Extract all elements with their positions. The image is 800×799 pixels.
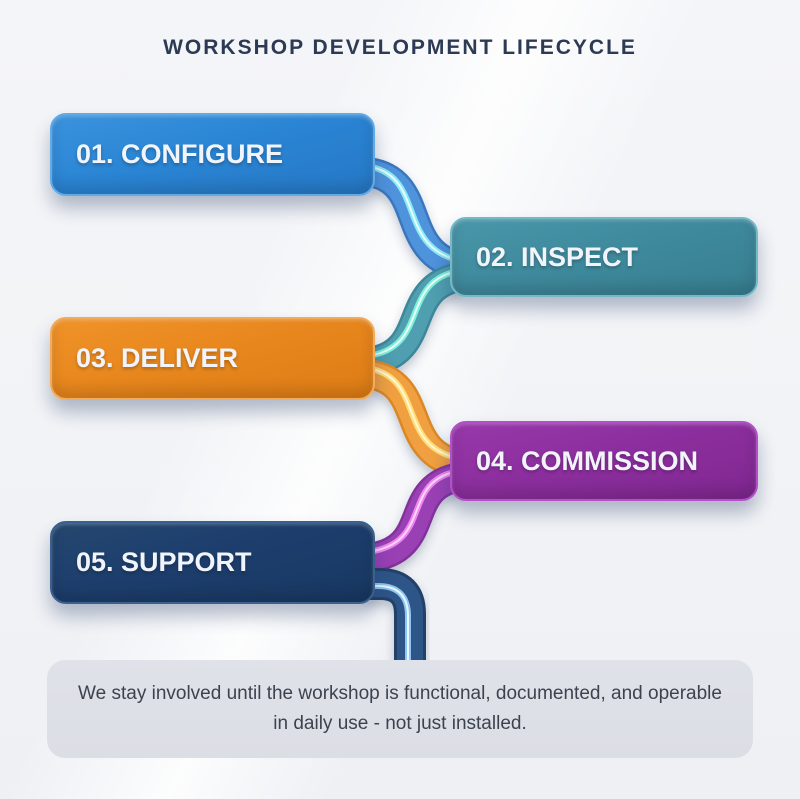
stage-box-configure: 01. CONFIGURE — [50, 113, 375, 196]
connector-deliver-commission — [363, 359, 464, 479]
stage-box-deliver: 03. DELIVER — [50, 317, 375, 400]
stage-label-commission: 04. COMMISSION — [476, 445, 699, 476]
stage-label-inspect: 02. INSPECT — [476, 241, 639, 272]
stage-box-support: 05. SUPPORT — [50, 521, 375, 604]
connector-inspect-deliver — [364, 262, 464, 377]
stage-label-support: 05. SUPPORT — [76, 547, 252, 577]
connector-configure-inspect — [363, 157, 465, 281]
connector-support-footer — [362, 568, 426, 670]
stage-box-commission: 04. COMMISSION — [450, 421, 758, 501]
page-title: WORKSHOP DEVELOPMENT LIFECYCLE — [163, 36, 637, 59]
footer-note-text: We stay involved until the workshop is f… — [78, 683, 722, 734]
stage-label-configure: 01. CONFIGURE — [76, 139, 284, 169]
connector-commission-support — [364, 462, 464, 573]
footer-note: We stay involved until the workshop is f… — [47, 660, 753, 758]
stage-box-inspect: 02. INSPECT — [450, 217, 758, 297]
stage-label-deliver: 03. DELIVER — [76, 343, 239, 373]
